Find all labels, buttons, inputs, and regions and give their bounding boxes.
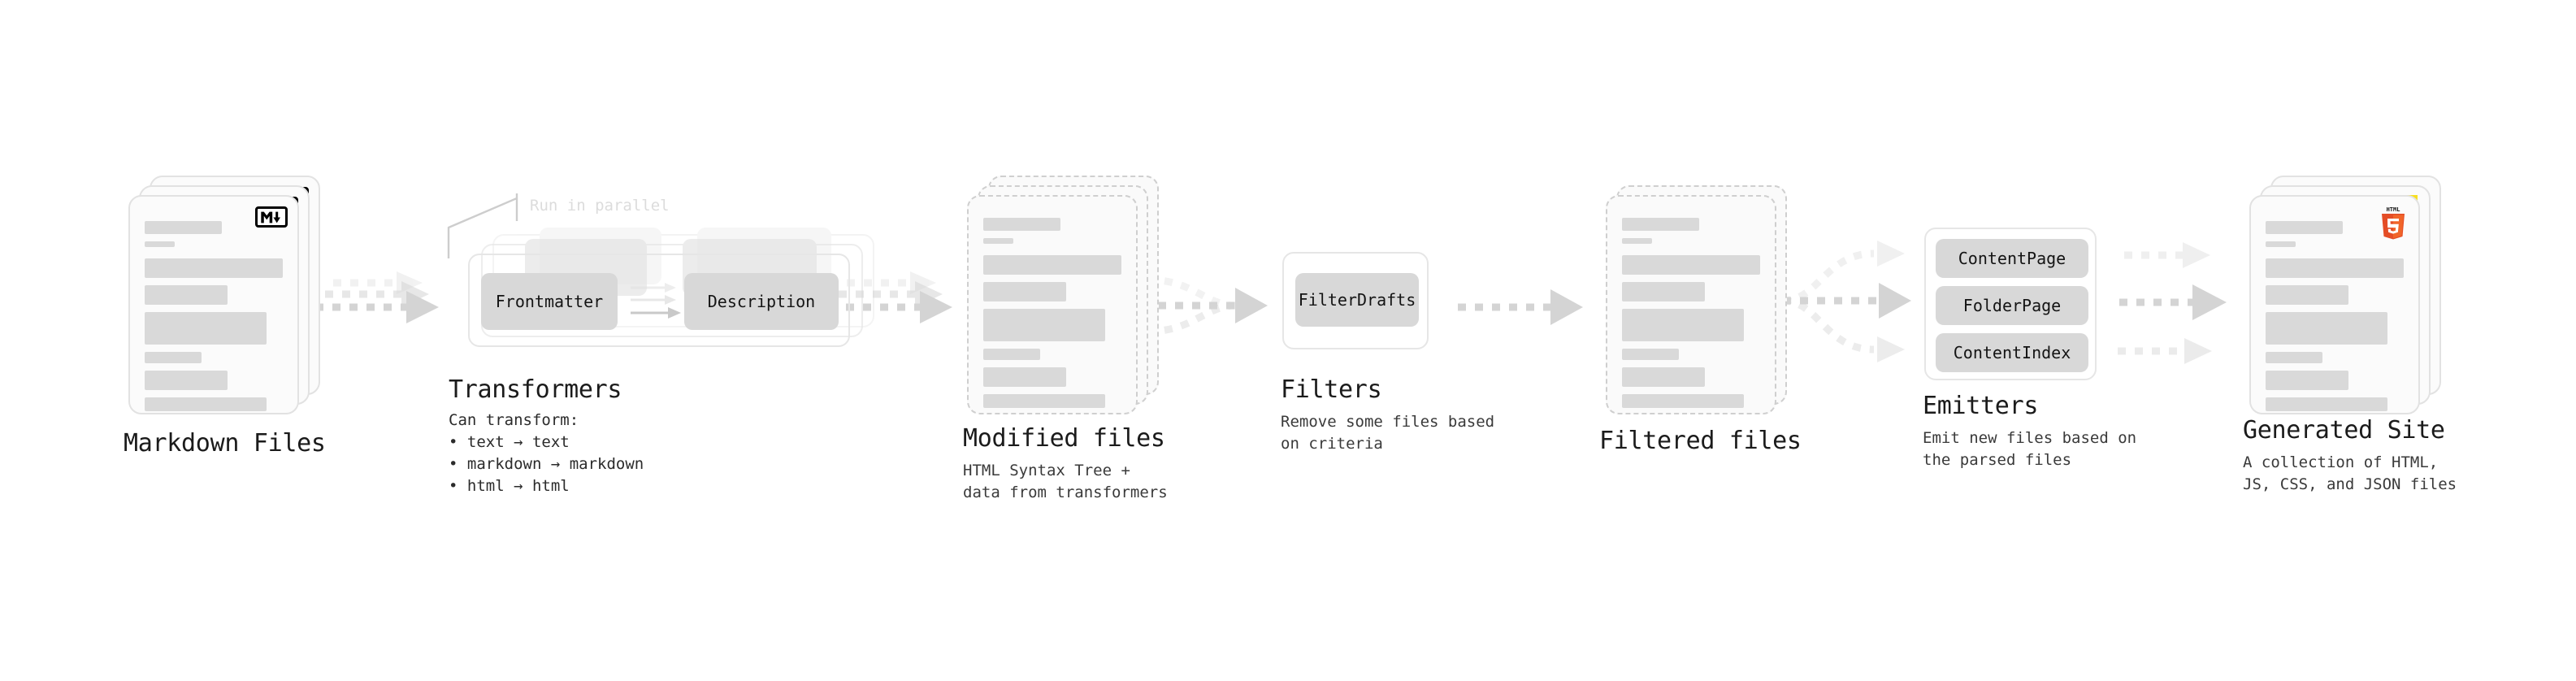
stage-desc-modified-files: HTML Syntax Tree + data from transformer… — [963, 462, 1168, 501]
stage-title-modified-files: Modified files — [963, 424, 1165, 453]
connector-filtered-to-emitters — [1776, 226, 1939, 376]
stage-title-transformers: Transformers — [449, 375, 622, 404]
connector-emitters-to-site — [2114, 228, 2261, 378]
html5-icon: HTML — [2378, 205, 2409, 241]
modified-file-card-front — [967, 195, 1138, 414]
filter-pill-filterdrafts[interactable]: FilterDrafts — [1295, 273, 1419, 327]
stage-desc-emitters: Emit new files based on the parsed files — [1923, 429, 2137, 469]
svg-text:HTML: HTML — [2387, 206, 2400, 213]
stage-desc-generated-site: A collection of HTML, JS, CSS, and JSON … — [2243, 453, 2457, 493]
transformer-pill-description[interactable]: Description — [684, 273, 839, 330]
document-placeholder-lines — [145, 221, 283, 419]
document-placeholder-lines — [2266, 221, 2404, 419]
emitter-pill-folderpage[interactable]: FolderPage — [1936, 286, 2088, 325]
connector-markdown-to-transformers — [309, 268, 455, 349]
emitters-group: ContentPage FolderPage ContentIndex — [1924, 228, 2097, 380]
filtered-file-card-front — [1606, 195, 1776, 414]
filters-group: FilterDrafts — [1282, 252, 1429, 349]
stage-desc-transformers: Can transform: • text → text • markdown … — [449, 411, 644, 495]
connector-filters-to-filtered — [1455, 283, 1601, 332]
stage-title-filters: Filters — [1281, 375, 1382, 404]
connector-modified-to-filters — [1136, 262, 1290, 351]
stage-desc-filters: Remove some files based on criteria — [1281, 413, 1495, 453]
markdown-icon — [255, 206, 288, 228]
stage-title-emitters: Emitters — [1923, 392, 2039, 420]
generated-site-card-front: HTML — [2249, 195, 2420, 414]
stage-title-filtered-files: Filtered files — [1599, 427, 1802, 455]
emitter-pill-contentpage[interactable]: ContentPage — [1936, 239, 2088, 278]
transformer-group-front: Frontmatter Description — [468, 254, 850, 347]
connector-transformers-to-modified — [822, 268, 969, 349]
transformer-inner-arrows — [631, 283, 681, 319]
document-placeholder-lines — [983, 218, 1121, 415]
document-placeholder-lines — [1622, 218, 1760, 415]
run-in-parallel-label: Run in parallel — [530, 197, 670, 215]
stage-title-markdown-files: Markdown Files — [124, 429, 326, 458]
stage-title-generated-site: Generated Site — [2243, 416, 2445, 445]
emitter-pill-contentindex[interactable]: ContentIndex — [1936, 333, 2088, 372]
transformer-pill-frontmatter[interactable]: Frontmatter — [481, 273, 618, 330]
run-in-parallel-bracket — [445, 193, 543, 263]
markdown-file-card-front — [128, 195, 299, 414]
